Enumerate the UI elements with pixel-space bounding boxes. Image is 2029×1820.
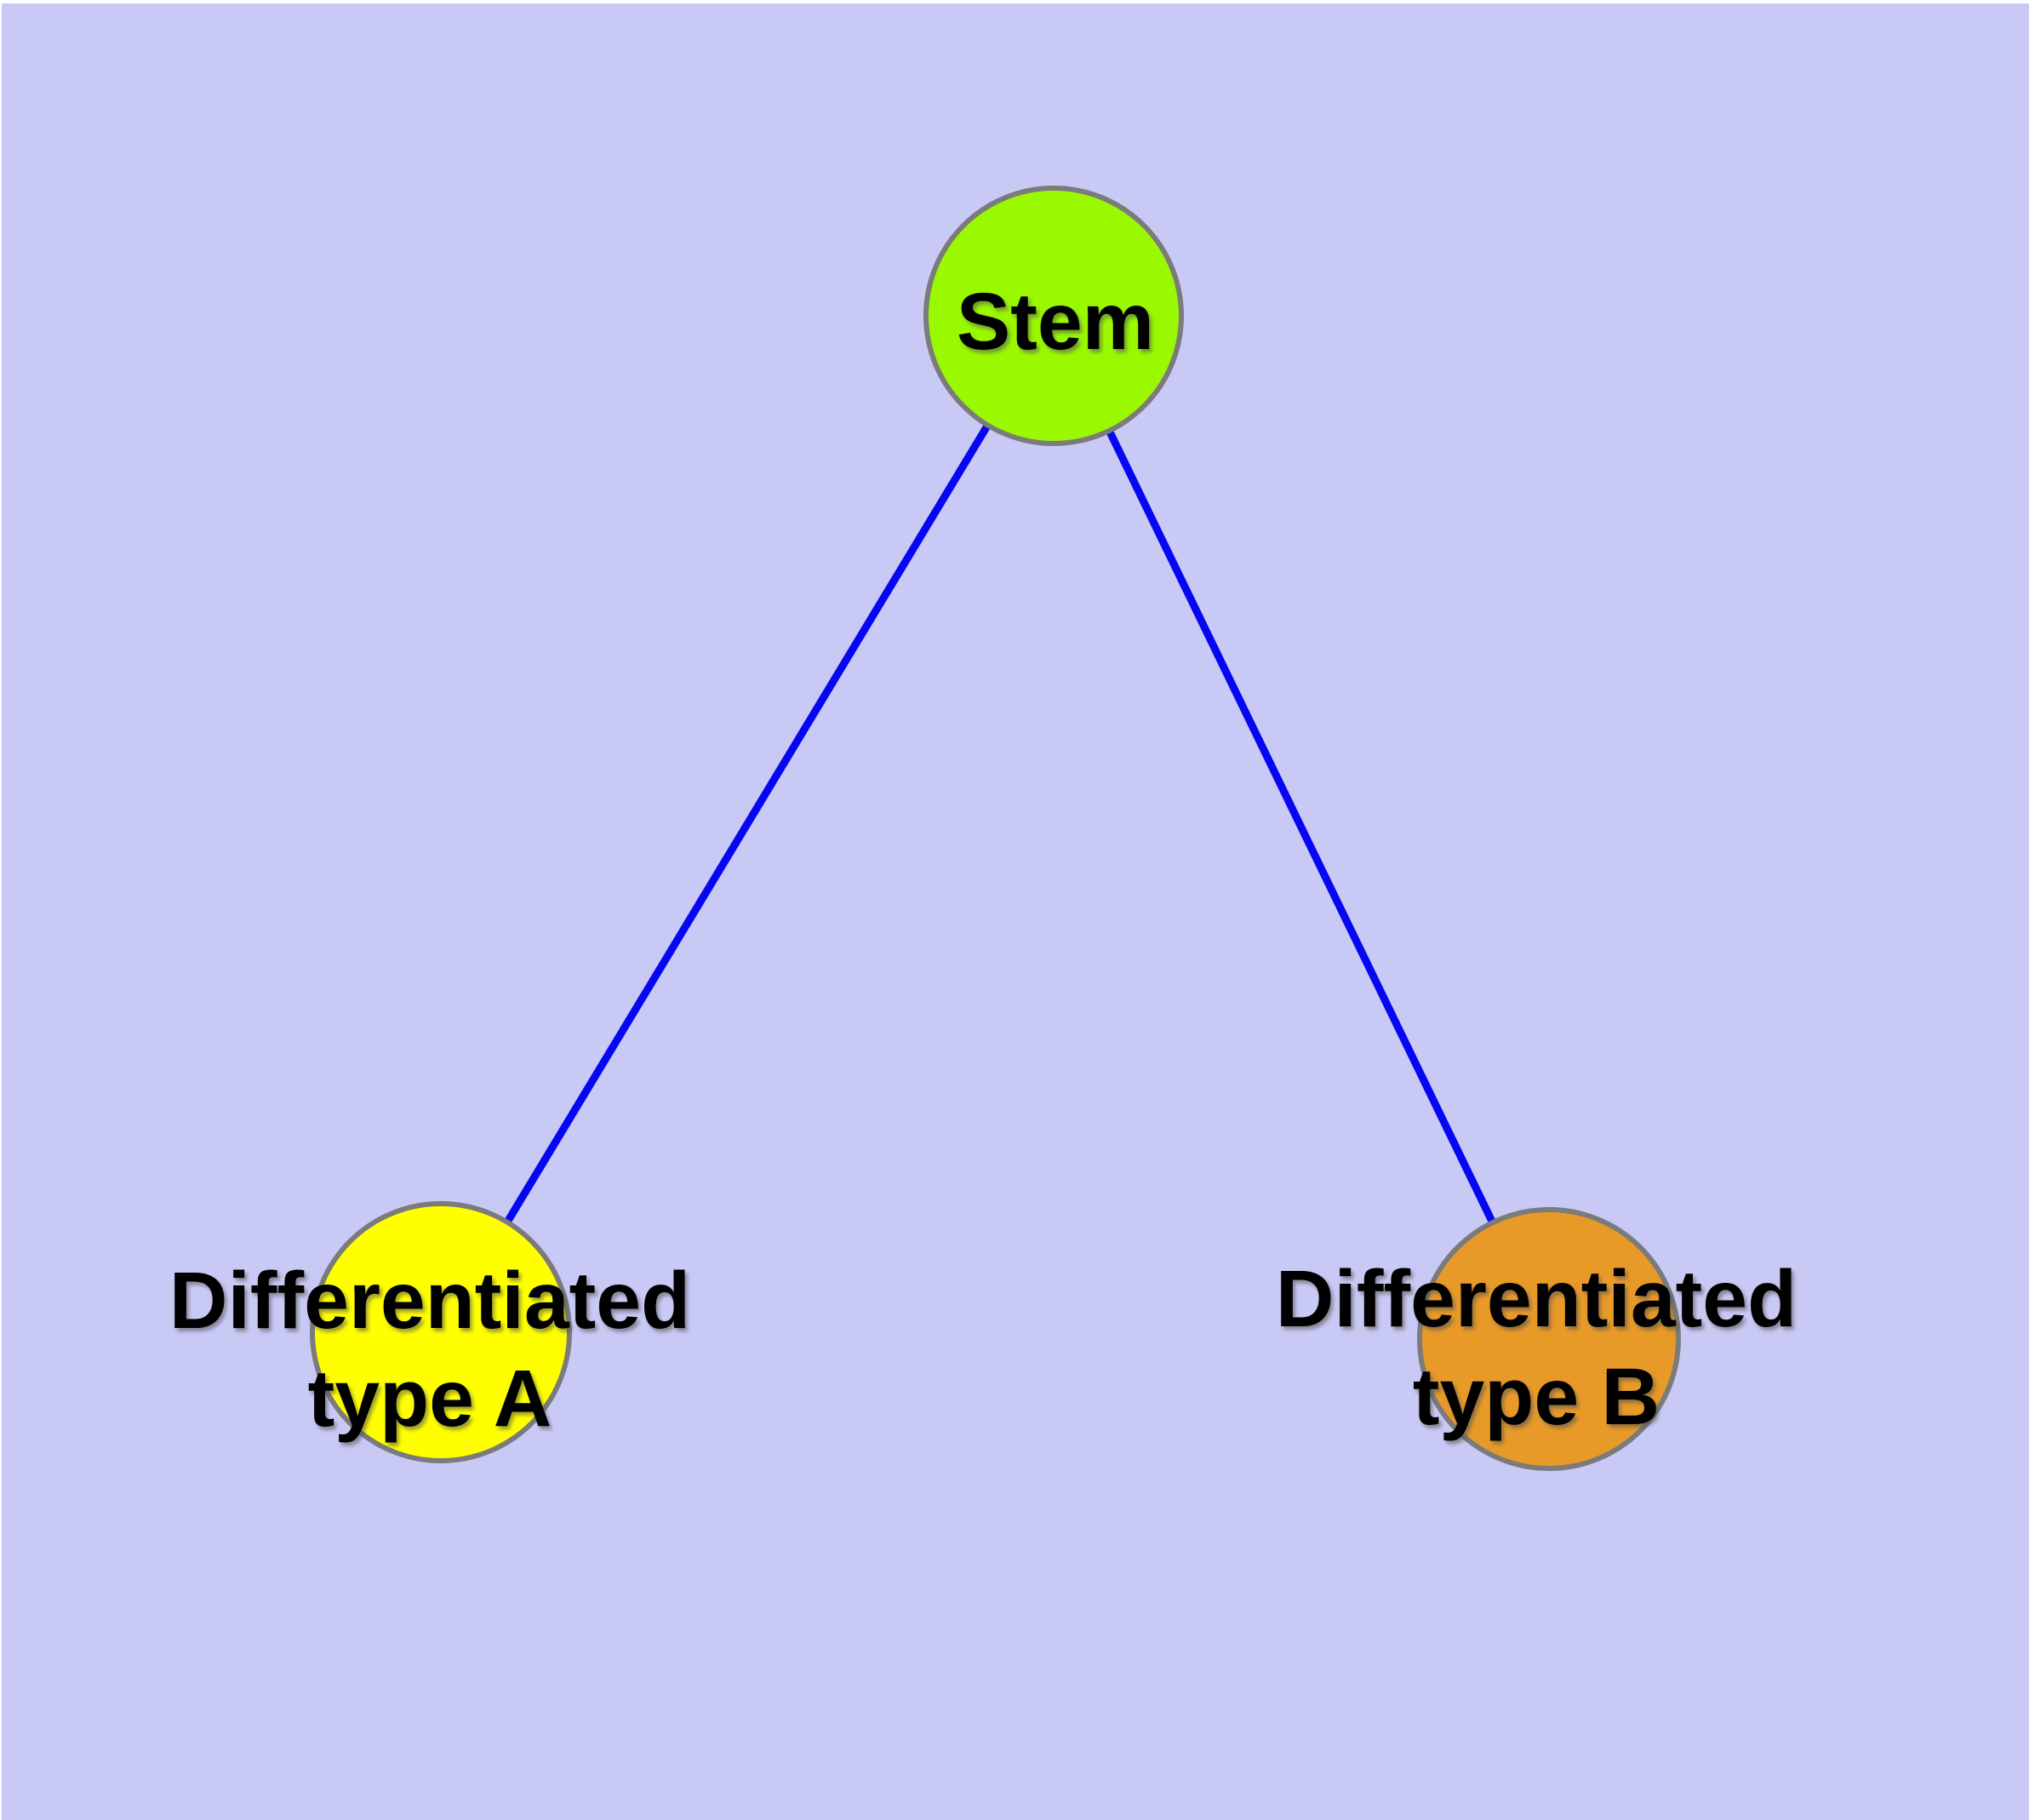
node-stem-label: Stem xyxy=(957,277,1154,367)
node-stem xyxy=(923,186,1184,446)
node-type-b-label-line2: type B xyxy=(1413,1352,1660,1442)
edge-stem-to-type-b xyxy=(1049,314,1553,1341)
node-type-a-label-line1: Differentiated xyxy=(169,1256,690,1346)
node-differentiated-type-a xyxy=(310,1201,572,1463)
edge-stem-to-type-a xyxy=(437,313,1057,1335)
node-type-a-label-line2: type A xyxy=(308,1354,552,1444)
node-type-b-label-line1: Differentiated xyxy=(1276,1254,1797,1344)
node-differentiated-type-b xyxy=(1417,1207,1681,1471)
